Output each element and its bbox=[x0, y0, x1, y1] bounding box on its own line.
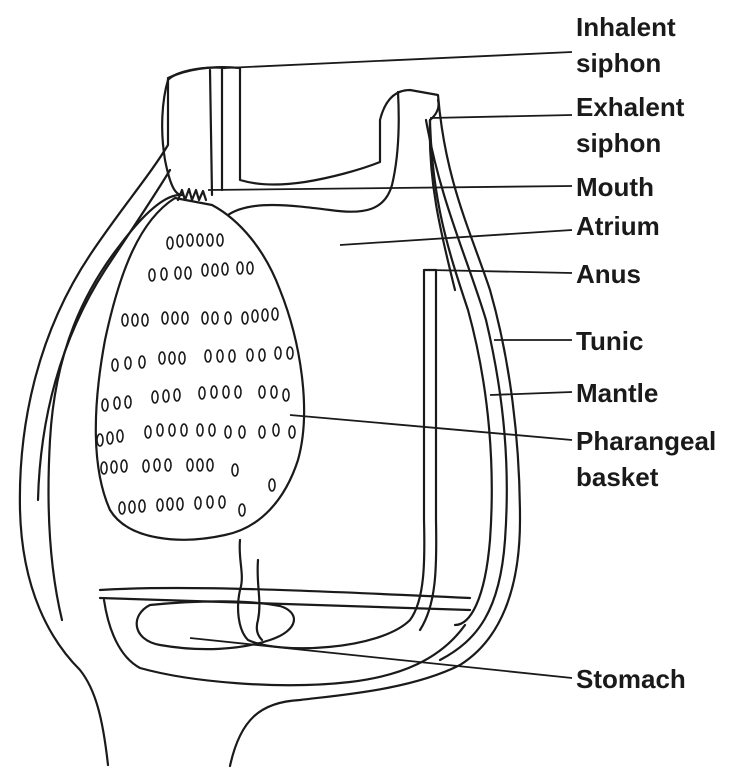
leader-mantle bbox=[490, 392, 572, 395]
leader-inhalent bbox=[226, 52, 572, 68]
labels: Inhalent siphon Exhalent siphon Mouth At… bbox=[576, 12, 716, 694]
stomach-outline bbox=[137, 601, 294, 649]
label-pharangeal-basket-line2: basket bbox=[576, 462, 659, 492]
label-inhalent-siphon-line2: siphon bbox=[576, 48, 661, 78]
exhalent-siphon bbox=[228, 92, 455, 290]
label-pharangeal-basket-line1: Pharangeal bbox=[576, 426, 716, 456]
label-tunic: Tunic bbox=[576, 326, 643, 356]
label-inhalent-siphon-line1: Inhalent bbox=[576, 12, 676, 42]
leader-pharangeal bbox=[290, 415, 572, 440]
leader-stomach bbox=[190, 638, 572, 678]
label-mouth: Mouth bbox=[576, 172, 654, 202]
inhalent-siphon bbox=[162, 68, 225, 195]
label-anus: Anus bbox=[576, 259, 641, 289]
esophagus bbox=[257, 560, 262, 640]
label-exhalent-siphon-line1: Exhalent bbox=[576, 92, 685, 122]
label-stomach: Stomach bbox=[576, 664, 686, 694]
label-mantle: Mantle bbox=[576, 378, 658, 408]
pharyngeal-basket bbox=[96, 189, 304, 540]
label-exhalent-siphon-line2: siphon bbox=[576, 128, 661, 158]
lower-chamber bbox=[104, 600, 465, 685]
gill-slits bbox=[97, 234, 295, 516]
leader-exhalent bbox=[430, 115, 572, 118]
atrium-floor bbox=[100, 588, 470, 610]
label-atrium: Atrium bbox=[576, 211, 660, 241]
